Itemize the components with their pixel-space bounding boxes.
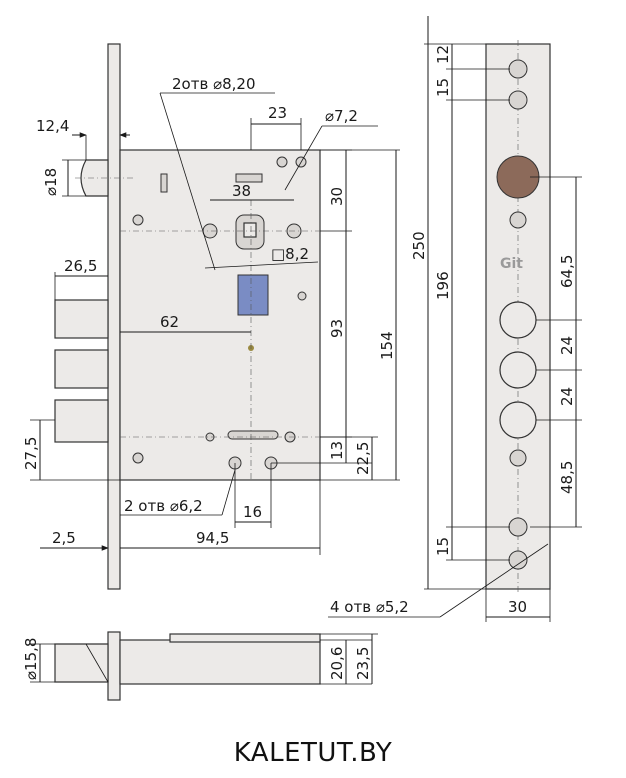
dim-30-horizontal: 30 xyxy=(508,598,527,616)
dim-22-5: 22,5 xyxy=(354,442,372,475)
dim-196: 196 xyxy=(434,271,452,300)
dim-12-4: 12,4 xyxy=(36,117,69,135)
mount-hole xyxy=(276,156,288,168)
gear-block xyxy=(237,274,269,316)
label-2-holes-d820: 2отв ⌀8,20 xyxy=(172,75,256,93)
bolt-opening xyxy=(499,301,537,339)
dim-62: 62 xyxy=(160,313,179,331)
dim-27-5: 27,5 xyxy=(22,437,40,470)
plate-screw-hole xyxy=(509,211,527,229)
bottom-inner-plate xyxy=(169,633,321,643)
plate-screw-hole xyxy=(508,90,528,110)
dim-13: 13 xyxy=(328,441,346,460)
lock-case xyxy=(119,149,321,481)
dim-12: 12 xyxy=(434,45,452,64)
latch-lever xyxy=(160,173,168,193)
case-screw-hole xyxy=(132,214,144,226)
dim-48-5: 48,5 xyxy=(558,461,576,494)
dim-250: 250 xyxy=(410,231,428,260)
dim-d15-8: ⌀15,8 xyxy=(22,638,40,680)
dim-24-b: 24 xyxy=(558,387,576,406)
dim-23-5: 23,5 xyxy=(354,647,372,680)
dead-bolt-3 xyxy=(54,399,109,443)
plate-screw-hole xyxy=(509,449,527,467)
plate-screw-hole xyxy=(508,59,528,79)
dim-square-8-2: □8,2 xyxy=(271,245,309,263)
dim-94-5: 94,5 xyxy=(196,529,229,547)
bolt-opening xyxy=(499,351,537,389)
dim-64-5: 64,5 xyxy=(558,255,576,288)
dim-38: 38 xyxy=(232,182,251,200)
dim-15-bottom: 15 xyxy=(434,537,452,556)
bolt-opening xyxy=(499,401,537,439)
dim-2-5: 2,5 xyxy=(52,529,76,547)
case-screw-hole xyxy=(132,452,144,464)
bottom-view: ⌀15,8 20,6 23,5 xyxy=(22,631,378,701)
bottom-case xyxy=(119,639,321,685)
brand-logo: Git xyxy=(500,256,523,272)
dim-d18: ⌀18 xyxy=(42,168,60,196)
dim-d7-2: ⌀7,2 xyxy=(325,107,358,125)
label-4-holes-d52: 4 отв ⌀5,2 xyxy=(330,598,409,616)
spindle-square xyxy=(243,222,257,238)
plate-screw-hole xyxy=(508,517,528,537)
front-view: 12,4 ⌀18 2отв ⌀8,20 23 ⌀7,2 38 □8,2 30 xyxy=(22,43,400,590)
dim-20-6: 20,6 xyxy=(328,647,346,680)
dead-bolt-2 xyxy=(54,349,109,389)
case-screw-hole xyxy=(297,291,307,301)
bottom-faceplate xyxy=(107,631,121,701)
dim-93: 93 xyxy=(328,319,346,338)
brand-watermark: KALETUT.BY xyxy=(233,738,393,768)
dim-154: 154 xyxy=(378,331,396,360)
latch-bolt xyxy=(80,159,109,197)
dead-bolt-1 xyxy=(54,299,109,339)
keyhole-slot xyxy=(227,430,279,440)
dim-24-a: 24 xyxy=(558,336,576,355)
bottom-latch xyxy=(54,643,109,683)
dim-26-5: 26,5 xyxy=(64,257,97,275)
dim-23: 23 xyxy=(268,104,287,122)
dim-30-vertical: 30 xyxy=(328,187,346,206)
label-2-holes-d62: 2 отв ⌀6,2 xyxy=(124,497,203,515)
faceplate-side-view: Git 12 15 250 196 64,5 24 24 48,5 15 4 xyxy=(328,16,582,622)
dim-15-top: 15 xyxy=(434,78,452,97)
dim-16: 16 xyxy=(243,503,262,521)
top-slot xyxy=(235,173,263,183)
faceplate xyxy=(107,43,121,590)
